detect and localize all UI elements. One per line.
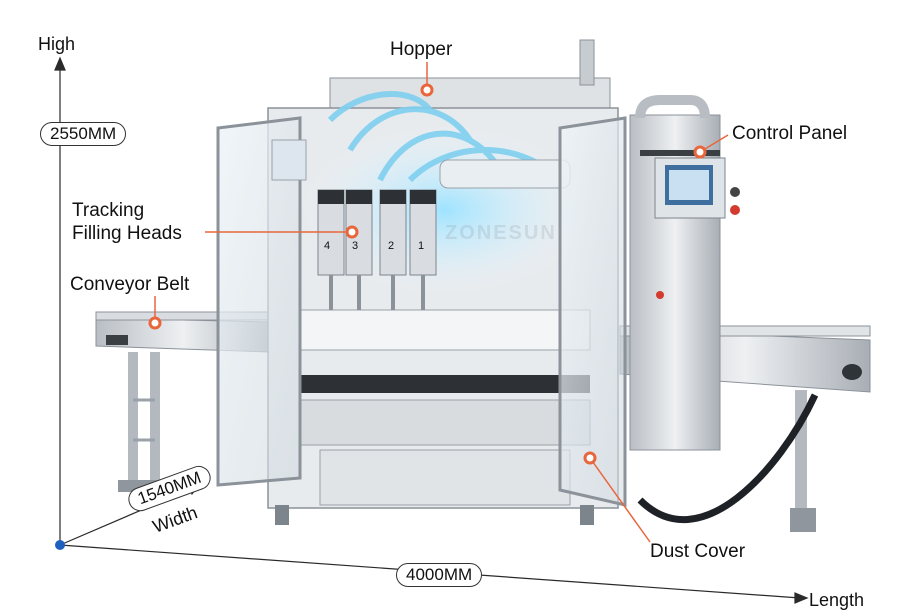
dust-cover-label: Dust Cover — [650, 541, 746, 562]
watermark: ZONESUN — [445, 222, 557, 244]
length-dimension-badge: 4000MM — [396, 563, 483, 587]
height-dimension-badge: 2550MM — [40, 122, 127, 146]
hopper-label: Hopper — [390, 39, 453, 60]
manifold — [439, 159, 571, 189]
conveyor-belt-label: Conveyor Belt — [70, 274, 190, 295]
dust-cover-doors — [216, 116, 627, 507]
callout-markers — [148, 83, 707, 465]
origin-dot — [55, 540, 65, 550]
length-axis-label: Length — [809, 590, 865, 610]
head-number-3: 3 — [352, 240, 359, 252]
control-panel-label: Control Panel — [732, 123, 848, 144]
control-cabinet — [629, 95, 740, 451]
head-number-1: 1 — [418, 240, 425, 252]
tracking-label-line1: Tracking — [72, 200, 145, 221]
high-axis-label: High — [38, 34, 76, 54]
right-conveyor — [619, 325, 871, 532]
tracking-label-line2: Filling Heads — [72, 223, 182, 244]
head-number-2: 2 — [388, 240, 395, 252]
head-number-4: 4 — [324, 240, 331, 252]
filling-heads — [317, 189, 437, 310]
length-arrow-icon — [794, 592, 809, 604]
height-arrow-icon — [54, 56, 66, 71]
